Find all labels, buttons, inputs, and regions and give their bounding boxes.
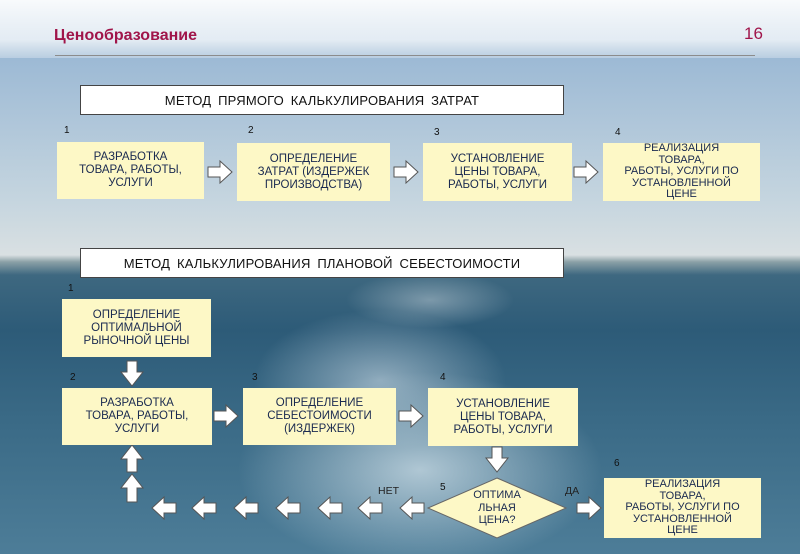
step-number: 4 bbox=[615, 127, 621, 138]
m2-step-box: ОПРЕДЕЛЕНИЕ ОПТИМАЛЬНОЙ РЫНОЧНОЙ ЦЕНЫ bbox=[62, 299, 211, 357]
step-text: УСТАНОВЛЕНИЕ ЦЕНЫ ТОВАРА, РАБОТЫ, УСЛУГИ bbox=[453, 397, 553, 436]
step-text: РАЗРАБОТКА ТОВАРА, РАБОТЫ, УСЛУГИ bbox=[85, 397, 189, 435]
m2-step-box: ОПРЕДЕЛЕНИЕ СЕБЕСТОИМОСТИ (ИЗДЕРЖЕК) bbox=[243, 388, 396, 445]
arrow-down-icon bbox=[484, 446, 510, 473]
arrow-left-icon bbox=[357, 496, 383, 520]
step-number: 2 bbox=[248, 125, 254, 136]
arrow-right-icon bbox=[398, 404, 424, 428]
step-number: 6 bbox=[614, 458, 620, 469]
decision-text: ОПТИМА ЛЬНАЯ ЦЕНА? bbox=[473, 489, 521, 527]
arrow-left-icon bbox=[233, 496, 259, 520]
arrow-left-icon bbox=[275, 496, 301, 520]
arrow-right-icon bbox=[213, 404, 239, 428]
page-number: 16 bbox=[744, 24, 763, 43]
header-divider bbox=[55, 55, 755, 56]
m1-step-box: ОПРЕДЕЛЕНИЕ ЗАТРАТ (ИЗДЕРЖЕК ПРОИЗВОДСТВ… bbox=[237, 143, 390, 201]
step-number: 4 bbox=[440, 372, 446, 383]
arrow-right-icon bbox=[573, 160, 599, 184]
step-number: 3 bbox=[434, 127, 440, 138]
arrow-right-icon bbox=[207, 160, 233, 184]
slide-title: Ценообразование bbox=[54, 27, 197, 44]
step-number: 3 bbox=[252, 372, 258, 383]
label-no: НЕТ bbox=[378, 485, 399, 497]
arrow-down-icon bbox=[119, 360, 145, 387]
arrow-right-icon bbox=[393, 160, 419, 184]
m2-step-box: РЕАЛИЗАЦИЯ ТОВАРА, РАБОТЫ, УСЛУГИ ПО УСТ… bbox=[604, 478, 761, 538]
step-text: РЕАЛИЗАЦИЯ ТОВАРА, РАБОТЫ, УСЛУГИ ПО УСТ… bbox=[625, 478, 740, 537]
arrow-right-icon bbox=[576, 496, 602, 520]
step-text: ОПРЕДЕЛЕНИЕ ОПТИМАЛЬНОЙ РЫНОЧНОЙ ЦЕНЫ bbox=[83, 308, 190, 347]
arrow-left-icon bbox=[399, 496, 425, 520]
step-text: УСТАНОВЛЕНИЕ ЦЕНЫ ТОВАРА, РАБОТЫ, УСЛУГИ bbox=[447, 152, 548, 191]
step-number: 5 bbox=[440, 482, 446, 493]
arrow-up-icon bbox=[119, 444, 145, 473]
step-number: 1 bbox=[68, 283, 74, 294]
m1-step-box: УСТАНОВЛЕНИЕ ЦЕНЫ ТОВАРА, РАБОТЫ, УСЛУГИ bbox=[423, 143, 572, 201]
method1-title: МЕТОД ПРЯМОГО КАЛЬКУЛИРОВАНИЯ ЗАТРАТ bbox=[80, 85, 564, 115]
arrow-left-icon bbox=[151, 496, 177, 520]
arrow-left-icon bbox=[191, 496, 217, 520]
step-text: ОПРЕДЕЛЕНИЕ СЕБЕСТОИМОСТИ (ИЗДЕРЖЕК) bbox=[267, 397, 372, 435]
arrow-up-icon bbox=[119, 473, 145, 503]
m1-step-box: РЕАЛИЗАЦИЯ ТОВАРА, РАБОТЫ, УСЛУГИ ПО УСТ… bbox=[603, 143, 760, 201]
method2-title: МЕТОД КАЛЬКУЛИРОВАНИЯ ПЛАНОВОЙ СЕБЕСТОИМ… bbox=[80, 248, 564, 278]
m2-step-box: УСТАНОВЛЕНИЕ ЦЕНЫ ТОВАРА, РАБОТЫ, УСЛУГИ bbox=[428, 388, 578, 446]
m2-step-box: РАЗРАБОТКА ТОВАРА, РАБОТЫ, УСЛУГИ bbox=[62, 388, 212, 445]
step-number: 1 bbox=[64, 125, 70, 136]
decision-text-wrap: ОПТИМА ЛЬНАЯ ЦЕНА? bbox=[458, 485, 536, 531]
step-text: РАЗРАБОТКА ТОВАРА, РАБОТЫ, УСЛУГИ bbox=[79, 151, 182, 189]
arrow-left-icon bbox=[317, 496, 343, 520]
decision-diamond bbox=[426, 477, 568, 539]
step-text: ОПРЕДЕЛЕНИЕ ЗАТРАТ (ИЗДЕРЖЕК ПРОИЗВОДСТВ… bbox=[257, 152, 370, 191]
m1-step-box: РАЗРАБОТКА ТОВАРА, РАБОТЫ, УСЛУГИ bbox=[57, 142, 204, 199]
step-number: 2 bbox=[70, 372, 76, 383]
label-yes: ДА bbox=[565, 485, 580, 497]
step-text: РЕАЛИЗАЦИЯ ТОВАРА, РАБОТЫ, УСЛУГИ ПО УСТ… bbox=[624, 143, 739, 201]
header-band bbox=[0, 0, 800, 58]
